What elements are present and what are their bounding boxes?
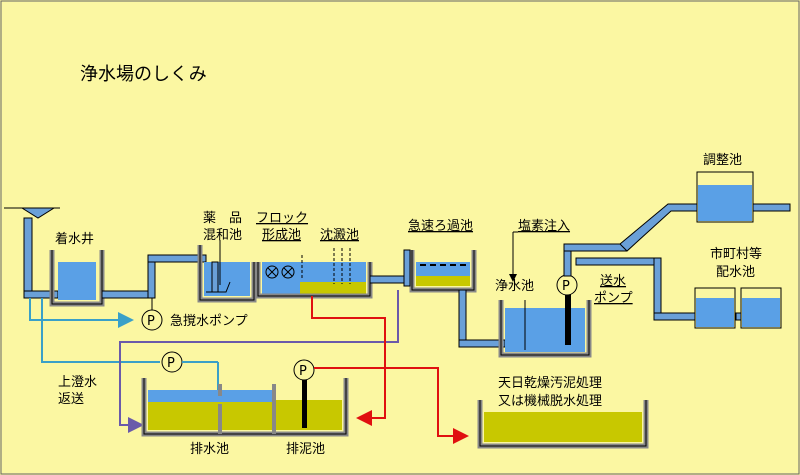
drain-sludge-basins	[141, 378, 349, 437]
label-rapid-mixing-pump: 急撹水ポンプ	[170, 314, 248, 329]
label-distribution-2: 配水池	[716, 265, 755, 280]
label-regulating: 調整池	[703, 153, 742, 168]
dewatering-basin	[477, 400, 649, 449]
pump-rapid-mixing-symbol: P	[147, 314, 155, 329]
pump-return-symbol: P	[167, 356, 175, 371]
chemical-mixing-basin	[197, 240, 257, 303]
regulating-reservoir	[696, 171, 754, 223]
pipe-sed-to-filter	[369, 275, 409, 284]
label-drain-basin: 排水池	[190, 442, 229, 457]
receiving-well	[49, 250, 105, 307]
pipes-transmission	[563, 203, 791, 321]
label-sludge-basin: 排泥池	[286, 442, 325, 457]
sludge-to-dewatering-line	[314, 367, 469, 444]
pump-sludge-symbol: P	[299, 364, 307, 379]
label-distribution-1: 市町村等	[710, 246, 762, 262]
label-supernatant-2: 返送	[58, 392, 84, 407]
distribution-reservoirs	[694, 287, 782, 329]
label-supernatant-1: 上澄水	[58, 375, 97, 390]
diagram-title: 浄水場のしくみ	[80, 64, 207, 85]
label-dewatering-1: 天日乾燥汚泥処理	[498, 376, 602, 391]
clear-well	[498, 290, 592, 358]
label-clear-well: 浄水池	[495, 279, 534, 294]
label-chlorine: 塩素注入	[518, 219, 570, 234]
label-mixing-1: 薬 品	[203, 211, 242, 226]
label-floc-2: 形成池	[262, 228, 301, 243]
pump-sludge-icon	[293, 359, 315, 381]
label-floc-1: フロック	[256, 211, 308, 226]
pipe-well-to-mixing	[101, 290, 155, 299]
pump-transmission-symbol: P	[562, 279, 570, 294]
label-sedimentation: 沈澱池	[320, 228, 359, 243]
label-pump-1: 送水	[600, 274, 626, 289]
drain-line	[119, 290, 399, 433]
label-receiving-well: 着水井	[55, 231, 94, 247]
pipe-filter-to-clearwell	[458, 339, 506, 348]
label-mixing-2: 混和池	[203, 228, 242, 243]
label-pump-2: ポンプ	[594, 291, 633, 306]
sludge-line	[311, 296, 386, 426]
label-rapid-filter: 急速ろ過池	[408, 219, 473, 234]
rapid-filter	[403, 249, 477, 293]
label-dewatering-2: 又は機械脱水処理	[498, 394, 602, 409]
